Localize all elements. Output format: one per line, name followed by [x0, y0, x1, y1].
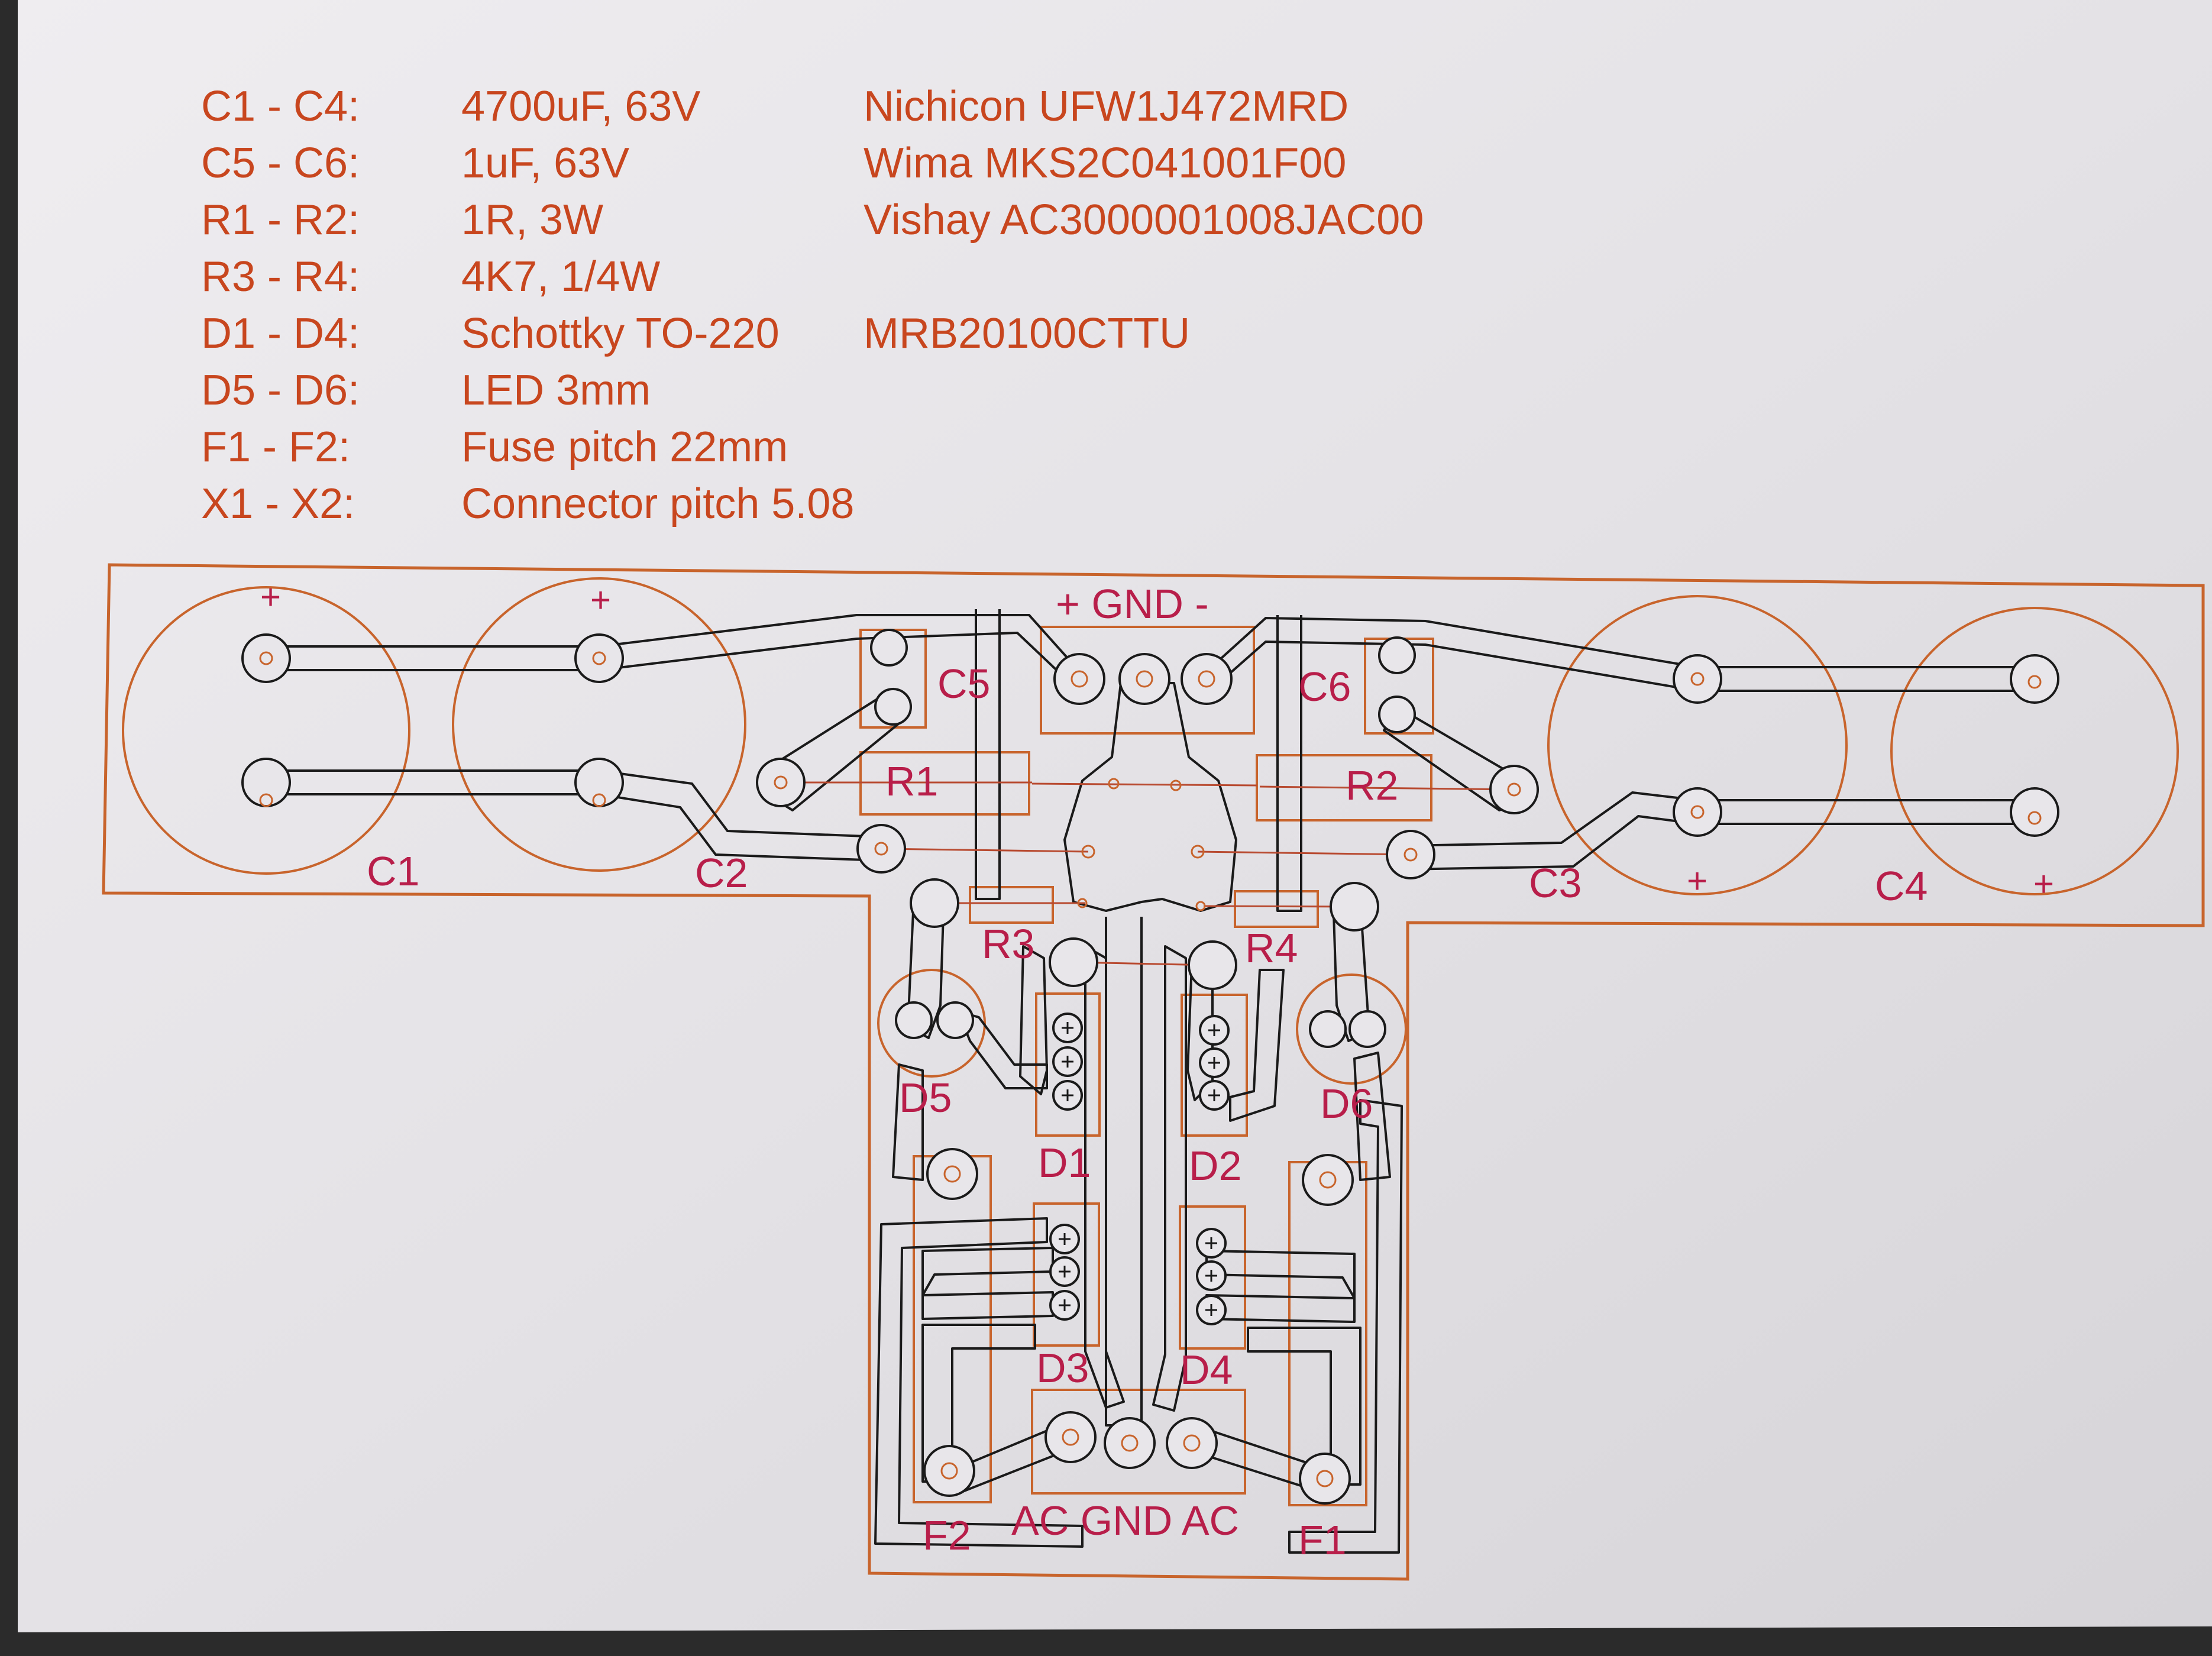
bom-value: 4700uF, 63V — [461, 83, 701, 130]
capacitor-outlines — [122, 577, 2179, 1085]
bill-of-materials: C1 - C4: 4700uF, 63V Nichicon UFW1J472MR… — [0, 0, 2212, 562]
bom-ref: C1 - C4: — [201, 83, 360, 130]
label-d5: D5 — [899, 1075, 952, 1121]
board-outline — [102, 563, 2205, 1581]
bom-value: Schottky TO-220 — [461, 310, 780, 357]
bom-value: Fuse pitch 22mm — [461, 423, 788, 471]
bom-ref: X1 - X2: — [201, 480, 355, 528]
bom-part: MRB20100CTTU — [864, 310, 1191, 357]
label-d6: D6 — [1320, 1081, 1373, 1127]
silk-lines — [781, 781, 1515, 966]
trace-right-column — [1276, 615, 1302, 912]
label-r1: R1 — [885, 758, 938, 804]
bom-ref: F1 - F2: — [201, 423, 351, 471]
capacitor-c1-outline — [122, 586, 410, 875]
bom-row: X1 - X2: Connector pitch 5.08 — [0, 476, 2212, 532]
bom-ref: D1 - D4: — [201, 310, 360, 357]
bom-value: Connector pitch 5.08 — [461, 480, 855, 528]
label-c1: C1 — [367, 848, 419, 894]
d4-body — [1179, 1205, 1246, 1350]
label-c4: C4 — [1875, 863, 1928, 909]
trace-f2-loop — [921, 1324, 1036, 1483]
trace-f2-d3-top — [921, 1247, 1054, 1320]
bom-row: D1 - D4: Schottky TO-220 MRB20100CTTU — [0, 305, 2212, 362]
trace-d1-d3-left — [1084, 945, 1125, 1409]
pcb-drawing: + + + + + GND - C1 C2 C3 C4 C5 C6 R1 R2 … — [122, 577, 2179, 1563]
trace-left-column — [975, 609, 1001, 900]
pads — [241, 629, 2059, 1505]
trace-led-loop-left — [892, 1063, 924, 1181]
label-c5: C5 — [937, 661, 990, 707]
label-d4: D4 — [1180, 1347, 1233, 1393]
led-d5-outline — [877, 969, 986, 1078]
trace-f1-loop — [1247, 1327, 1362, 1486]
d3-body — [1033, 1202, 1100, 1347]
paper-sheet — [18, 0, 2212, 1632]
bom-ref: C5 - C6: — [201, 140, 360, 187]
bom-row: R1 - R2: 1R, 3W Vishay AC3000001008JAC00 — [0, 192, 2212, 248]
bom-ref: D5 - D6: — [201, 367, 360, 414]
bom-row: C1 - C4: 4700uF, 63V Nichicon UFW1J472MR… — [0, 78, 2212, 135]
connector-x1-label: + GND - — [1056, 581, 1209, 627]
bom-value: 1R, 3W — [461, 196, 604, 244]
trace-d2-d4-right — [1152, 945, 1187, 1412]
led-d6-outline — [1296, 973, 1407, 1085]
label-r3: R3 — [982, 921, 1034, 967]
trace-led-loop-right — [1353, 1052, 1391, 1181]
c1-plus: + — [260, 577, 281, 617]
label-f2: F2 — [923, 1512, 971, 1558]
trace-outer-right — [1288, 1099, 1403, 1554]
c4-plus: + — [2033, 864, 2054, 904]
label-d2: D2 — [1189, 1143, 1241, 1189]
c2-plus: + — [590, 580, 611, 620]
bom-part: Vishay AC3000001008JAC00 — [864, 196, 1424, 244]
label-c2: C2 — [695, 850, 748, 896]
bom-ref: R1 - R2: — [201, 196, 360, 244]
c3-plus: + — [1687, 861, 1707, 901]
trace-r3-d1 — [957, 1010, 1048, 1089]
capacitor-c2-outline — [452, 577, 746, 872]
label-r2: R2 — [1346, 762, 1398, 808]
diode-pads — [1049, 1013, 1230, 1325]
label-c3: C3 — [1529, 860, 1582, 906]
bom-part: Wima MKS2C041001F00 — [864, 140, 1347, 187]
trace-gnd-center — [1063, 682, 1237, 912]
capacitor-c3-outline — [1547, 595, 1848, 895]
label-f1: F1 — [1298, 1517, 1347, 1563]
polarity-marks: + + + + — [260, 577, 2054, 904]
bom-part: Nichicon UFW1J472MRD — [864, 83, 1349, 130]
bom-value: LED 3mm — [461, 367, 651, 414]
designators: + GND - C1 C2 C3 C4 C5 C6 R1 R2 R3 R4 D5… — [367, 581, 1928, 1563]
bom-ref: R3 - R4: — [201, 253, 360, 300]
r3-body — [969, 886, 1054, 924]
label-c6: C6 — [1298, 664, 1351, 710]
label-r4: R4 — [1245, 925, 1298, 971]
drill-holes — [259, 651, 2042, 1487]
capacitor-c4-outline — [1890, 607, 2179, 895]
trace-r4-d2 — [1229, 969, 1285, 1122]
label-d1: D1 — [1038, 1140, 1091, 1186]
connector-x2-label: AC GND AC — [1011, 1497, 1239, 1544]
trace-outer-left — [874, 1217, 1084, 1548]
bom-row: F1 - F2: Fuse pitch 22mm — [0, 419, 2212, 476]
trace-d1-gnd — [1019, 945, 1048, 1095]
d2-body — [1181, 994, 1248, 1137]
bom-row: C5 - C6: 1uF, 63V Wima MKS2C041001F00 — [0, 135, 2212, 192]
bom-value: 4K7, 1/4W — [461, 253, 661, 300]
x1-connector-body — [1040, 626, 1255, 735]
bom-value: 1uF, 63V — [461, 140, 630, 187]
label-d3: D3 — [1036, 1345, 1089, 1391]
trace-f1-d4-top — [1205, 1250, 1356, 1323]
bom-row: D5 - D6: LED 3mm — [0, 362, 2212, 419]
bom-row: R3 - R4: 4K7, 1/4W — [0, 248, 2212, 305]
